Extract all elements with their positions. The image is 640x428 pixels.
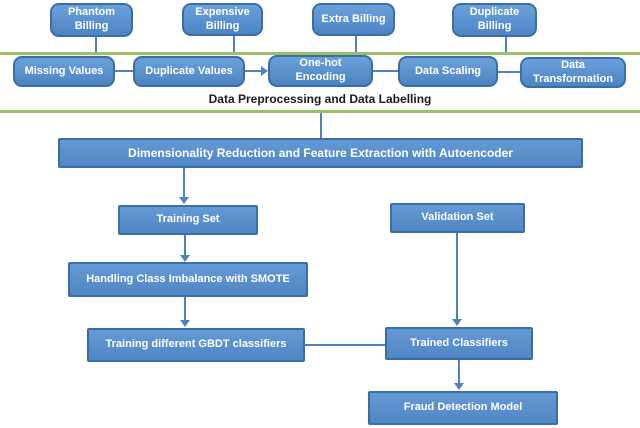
section-label-preprocessing: Data Preprocessing and Data Labelling [208,92,432,106]
node-data-scaling: Data Scaling [398,56,498,87]
node-duplicate-billing: Duplicate Billing [452,3,537,37]
divider-line-bottom [0,110,640,113]
connector-autoencoder-to-training [183,168,185,198]
connector-duplicate-down [505,37,507,53]
node-data-transformation: Data Transformation [520,57,626,88]
connector-extra-down [355,36,357,53]
arrowhead-into-fraud-model [454,383,464,390]
node-expensive-billing: Expensive Billing [182,3,263,36]
connector-smote-to-gbdt [184,297,186,321]
connector-gbdt-to-trained [305,344,385,346]
connector-band-to-autoencoder [320,113,322,138]
node-gbdt-training: Training different GBDT classifiers [87,328,305,362]
connector-expensive-down [233,36,235,53]
arrowhead-into-smote [180,255,190,262]
node-onehot-encoding: One-hot Encoding [268,55,373,87]
node-smote: Handling Class Imbalance with SMOTE [68,262,308,297]
divider-line-top [0,52,640,55]
node-extra-billing: Extra Billing [312,3,395,36]
node-training-set: Training Set [118,205,258,235]
connector-missing-to-duplicate [115,70,133,72]
connector-scaling-to-transformation [498,71,520,73]
arrowhead-into-training-set [179,197,189,204]
arrowhead-into-onehot [261,66,268,76]
node-autoencoder: Dimensionality Reduction and Feature Ext… [58,138,583,168]
connector-training-to-smote [184,235,186,256]
connector-phantom-down [95,37,97,53]
connector-onehot-to-scaling [373,70,398,72]
arrowhead-into-trained-classifiers [452,319,462,326]
node-validation-set: Validation Set [390,203,525,233]
node-missing-values: Missing Values [13,56,115,87]
node-duplicate-values: Duplicate Values [133,56,245,87]
node-fraud-detection-model: Fraud Detection Model [368,391,558,425]
node-trained-classifiers: Trained Classifiers [385,327,533,360]
connector-duplicate-to-onehot [245,70,262,72]
arrowhead-into-gbdt [180,320,190,327]
node-phantom-billing: Phantom Billing [50,3,133,37]
connector-trained-to-fraud [458,360,460,384]
connector-validation-to-trained [456,233,458,320]
